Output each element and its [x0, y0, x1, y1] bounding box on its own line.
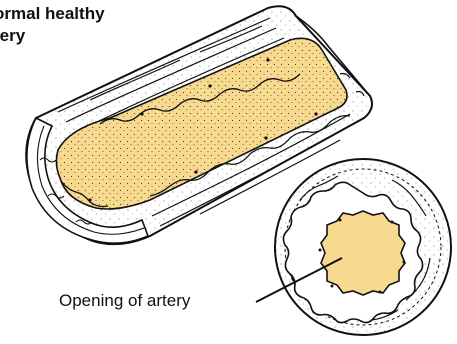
title-line-2: tery — [0, 26, 25, 46]
title-line-1: ormal healthy — [0, 4, 105, 24]
cross-section-lumen — [321, 211, 405, 295]
artery-cross-section — [275, 159, 451, 335]
callout-label: Opening of artery — [59, 291, 190, 311]
